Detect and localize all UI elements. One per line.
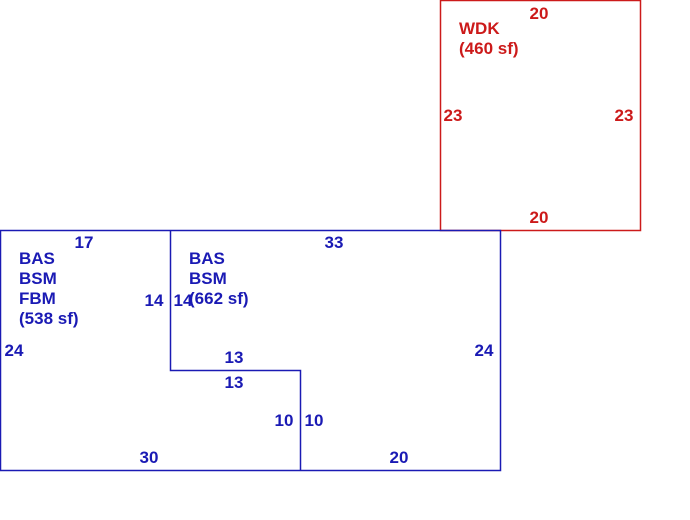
dim-notch-left: 10 bbox=[275, 411, 294, 430]
right-sqft: (662 sf) bbox=[189, 289, 249, 308]
dim-right-side: 24 bbox=[475, 341, 494, 360]
dim-notch-top-lower: 13 bbox=[225, 373, 244, 392]
deck-code: WDK bbox=[459, 19, 500, 38]
left-code-2: BSM bbox=[19, 269, 57, 288]
right-code-2: BSM bbox=[189, 269, 227, 288]
dim-deck-top: 20 bbox=[530, 4, 549, 23]
left-code-3: FBM bbox=[19, 289, 56, 308]
dim-deck-left: 23 bbox=[444, 106, 463, 125]
dim-notch-right: 10 bbox=[305, 411, 324, 430]
dim-deck-right: 23 bbox=[615, 106, 634, 125]
dim-left-side: 24 bbox=[5, 341, 24, 360]
dim-right-bottom: 20 bbox=[390, 448, 409, 467]
right-code-1: BAS bbox=[189, 249, 225, 268]
deck-sqft: (460 sf) bbox=[459, 39, 519, 58]
dim-right-inner: 14 bbox=[174, 291, 193, 310]
right-section-outline bbox=[170, 229, 502, 472]
left-area-label: BAS BSM FBM (538 sf) bbox=[19, 249, 79, 328]
left-section-outline bbox=[0, 229, 300, 472]
left-sqft: (538 sf) bbox=[19, 309, 79, 328]
dim-notch-top-upper: 13 bbox=[225, 348, 244, 367]
dim-left-top: 17 bbox=[75, 233, 94, 252]
dim-deck-bottom: 20 bbox=[530, 208, 549, 227]
left-code-1: BAS bbox=[19, 249, 55, 268]
dim-left-bottom: 30 bbox=[140, 448, 159, 467]
dim-right-top: 33 bbox=[325, 233, 344, 252]
right-area-label: BAS BSM (662 sf) bbox=[189, 249, 249, 308]
dim-left-inner: 14 bbox=[145, 291, 164, 310]
section-divider bbox=[169, 230, 302, 470]
deck-outline bbox=[439, 0, 642, 232]
deck-area-label: WDK (460 sf) bbox=[459, 19, 519, 58]
